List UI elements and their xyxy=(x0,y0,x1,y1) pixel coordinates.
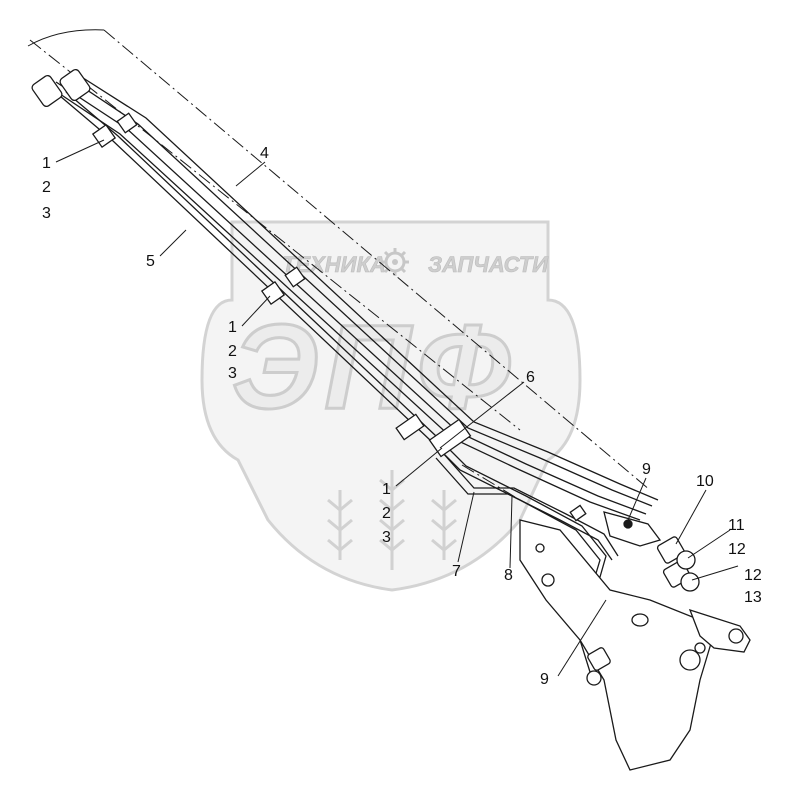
callout-8: 8 xyxy=(504,567,513,584)
callout-2-top: 2 xyxy=(42,179,51,196)
callout-13: 13 xyxy=(744,589,762,606)
wheat-icon xyxy=(327,470,457,570)
callout-10: 10 xyxy=(696,473,714,490)
callout-12-top: 12 xyxy=(728,541,746,558)
callout-1-low: 1 xyxy=(382,481,391,498)
callout-2-mid: 2 xyxy=(228,343,237,360)
callout-3-top: 3 xyxy=(42,205,51,222)
callout-2-low: 2 xyxy=(382,505,391,522)
pipe-end-fittings xyxy=(31,68,91,108)
watermark-big-letters: ЭПФ xyxy=(232,300,516,434)
callout-3-mid: 3 xyxy=(228,365,237,382)
leader-lines xyxy=(55,139,739,677)
mounting-bracket xyxy=(519,511,751,771)
bracket-holes xyxy=(535,543,744,671)
gear-icon xyxy=(381,248,409,276)
callout-1-mid: 1 xyxy=(228,319,237,336)
callout-4: 4 xyxy=(260,145,269,162)
callout-9-top: 9 xyxy=(642,461,651,478)
callout-5: 5 xyxy=(146,253,155,270)
callout-9-bottom: 9 xyxy=(540,671,549,688)
callout-3-low: 3 xyxy=(382,529,391,546)
callout-6: 6 xyxy=(526,369,535,386)
connector-fittings xyxy=(586,536,700,686)
callout-12-bottom: 12 xyxy=(744,567,762,584)
callout-1-top: 1 xyxy=(42,155,51,172)
watermark-text-right: ЗАПЧАСТИ xyxy=(428,252,549,277)
break-arc xyxy=(27,29,105,47)
axis-lines xyxy=(29,29,651,501)
callout-11: 11 xyxy=(728,517,745,534)
callout-labels: 1 2 3 4 5 1 2 3 6 1 2 3 7 8 9 10 11 12 1… xyxy=(42,145,762,688)
callout-7: 7 xyxy=(452,563,461,580)
pipe-clamps xyxy=(91,112,587,522)
pipe-bundle xyxy=(47,75,659,673)
